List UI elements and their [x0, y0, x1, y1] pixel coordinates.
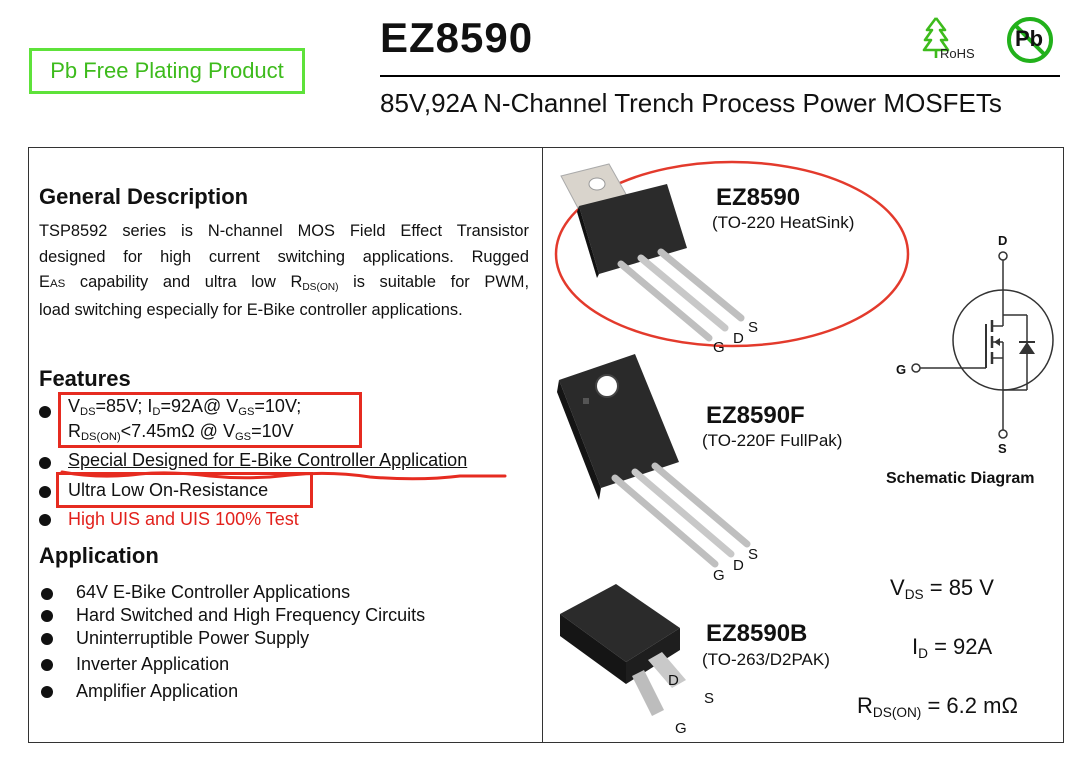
pin-label-g: G: [713, 567, 725, 584]
desc-line-2: designed for high current switching appl…: [39, 247, 529, 266]
pb-free-logo: Pb: [1004, 14, 1056, 66]
red-highlight-ellipse: [554, 160, 910, 348]
application-bullet: [41, 633, 53, 645]
pb-free-badge: Pb Free Plating Product: [29, 48, 305, 94]
package-1-name: EZ8590: [716, 184, 801, 211]
to220f-package-image: [557, 354, 751, 568]
spec-id: ID = 92A: [912, 634, 993, 661]
desc-line-1: TSP8592 series is N-channel MOS Field Ef…: [39, 222, 529, 240]
general-description-heading: General Description: [39, 184, 249, 209]
column-divider: [542, 147, 543, 743]
package-3-name: EZ8590B: [706, 620, 808, 647]
desc-line-4: load switching especially for E-Bike con…: [39, 300, 463, 319]
page-subtitle: 85V,92A N-Channel Trench Process Power M…: [380, 88, 1002, 118]
application-item: Uninterruptible Power Supply: [76, 628, 310, 648]
application-bullet: [41, 659, 53, 671]
features-heading: Features: [39, 366, 131, 391]
package-2-type: (TO-220F FullPak): [702, 431, 843, 450]
title-rule: [380, 75, 1060, 77]
spec-rdson: RDS(ON) = 6.2 mΩ: [857, 693, 1018, 720]
content-frame: [28, 147, 1064, 743]
feature-bullet: [39, 406, 51, 418]
pin-label-d: D: [668, 672, 679, 689]
feature-highlight-box-1: [58, 392, 362, 448]
mosfet-schematic-diagram: [911, 251, 1054, 439]
package-1-type: (TO-220 HeatSink): [712, 213, 855, 232]
pin-label-g: G: [675, 720, 687, 737]
to220-package-image: [554, 160, 910, 348]
feature-highlight-box-2: [56, 472, 313, 508]
package-3-type: (TO-263/D2PAK): [702, 650, 830, 669]
schematic-label-d: D: [998, 233, 1008, 248]
rohs-tree-icon: [922, 17, 950, 58]
pin-label-s: S: [748, 319, 759, 336]
application-bullet: [41, 610, 53, 622]
application-item: Hard Switched and High Frequency Circuit…: [76, 605, 426, 625]
feature-bullet: [39, 514, 51, 526]
application-bullet: [41, 686, 53, 698]
pin-label-d: D: [733, 330, 744, 347]
page-title: EZ8590: [380, 14, 534, 61]
feature-item-rdson: RDS(ON)<7.45mΩ @ VGS=10V: [68, 421, 294, 444]
feature-item-uis-test: High UIS and UIS 100% Test: [68, 509, 299, 529]
schematic-title: Schematic Diagram: [886, 470, 1035, 487]
no-lead-icon: [1007, 17, 1053, 63]
schematic-label-s: S: [998, 441, 1007, 456]
pin-label-g: G: [713, 339, 725, 356]
application-bullet: [41, 588, 53, 600]
feature-item-low-resistance: Ultra Low On-Resistance: [68, 480, 269, 500]
feature-item-ebike: Special Designed for E-Bike Controller A…: [68, 450, 468, 470]
rohs-logo: RoHS: [922, 14, 988, 66]
to263-package-image: [560, 584, 686, 716]
pb-label: Pb: [1015, 26, 1044, 51]
application-item: Inverter Application: [76, 654, 230, 674]
pin-label-s: S: [748, 546, 759, 563]
feature-bullet: [39, 457, 51, 469]
rohs-label: RoHS: [940, 46, 975, 61]
feature-bullet: [39, 486, 51, 498]
package-2-name: EZ8590F: [706, 402, 805, 429]
pin-label-d: D: [733, 557, 744, 574]
application-heading: Application: [39, 543, 159, 568]
desc-line-3: EAS capability and ultra low RDS(ON) is …: [39, 273, 529, 293]
spec-vds: VDS = 85 V: [890, 575, 994, 602]
schematic-label-g: G: [896, 362, 907, 377]
application-item: Amplifier Application: [76, 681, 239, 701]
pin-label-s: S: [704, 690, 715, 707]
application-item: 64V E-Bike Controller Applications: [76, 582, 351, 602]
general-description-text: TSP8592 series is N-channel MOS Field Ef…: [39, 219, 529, 323]
feature-item-vds: VDS=85V; ID=92A@ VGS=10V;: [68, 396, 302, 419]
